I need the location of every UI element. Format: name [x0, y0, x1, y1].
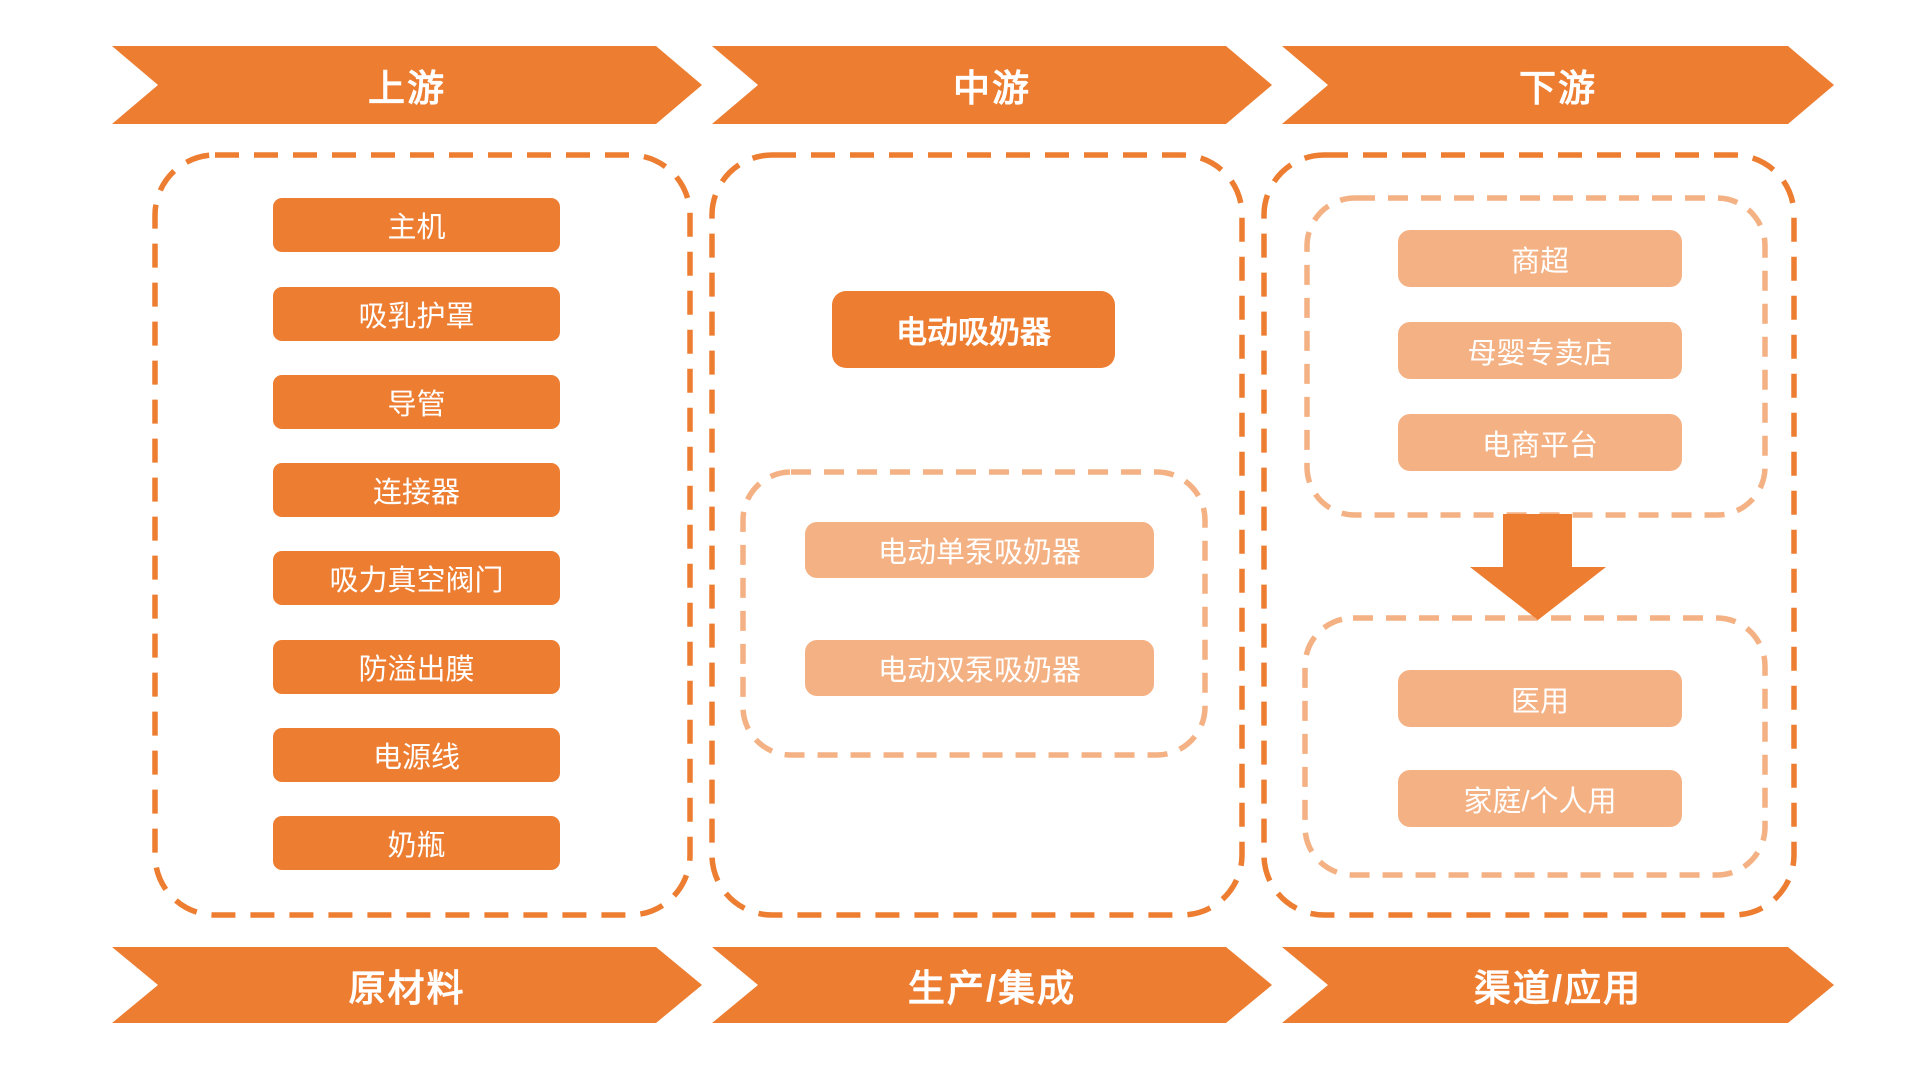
- downstream-channel-ecommerce: 电商平台: [1398, 414, 1682, 471]
- upstream-item-power-cord: 电源线: [273, 728, 560, 782]
- upstream-item-tube: 导管: [273, 375, 560, 429]
- upstream-item-label: 导管: [387, 389, 446, 421]
- downstream-channel-supermarket: 商超: [1398, 230, 1682, 287]
- downstream-channel-label: 商超: [1510, 245, 1569, 278]
- upstream-item-breast-shield: 吸乳护罩: [273, 287, 560, 341]
- banner-production-integration-label: 生产/集成: [907, 968, 1077, 1009]
- banner-channel-application: 渠道/应用: [1282, 947, 1834, 1023]
- banner-production-integration: 生产/集成: [712, 947, 1272, 1023]
- down-arrow-icon: [1470, 514, 1606, 620]
- applications-group-dashed-border: [1302, 615, 1768, 878]
- downstream-channel-label: 母婴专卖店: [1467, 337, 1613, 370]
- upstream-item-label: 连接器: [372, 477, 460, 509]
- midstream-sub-product-label: 电动双泵吸奶器: [877, 655, 1081, 687]
- banner-channel-application-label: 渠道/应用: [1473, 968, 1643, 1009]
- midstream-main-product-label: 电动吸奶器: [896, 315, 1051, 350]
- midstream-sub-product-label: 电动单泵吸奶器: [877, 537, 1081, 569]
- upstream-panel-dashed-border: [152, 152, 693, 918]
- channels-group-dashed-border: [1304, 195, 1768, 518]
- banner-downstream-label: 下游: [1519, 68, 1597, 109]
- banner-midstream: 中游: [712, 46, 1272, 124]
- banner-downstream: 下游: [1282, 46, 1834, 124]
- downstream-application-label: 家庭/个人用: [1463, 785, 1617, 818]
- midstream-main-product-box: 电动吸奶器: [832, 291, 1115, 368]
- midstream-subgroup-dashed-border: [740, 469, 1208, 758]
- upstream-item-label: 防溢出膜: [358, 654, 475, 686]
- downstream-application-home-personal: 家庭/个人用: [1398, 770, 1682, 827]
- upstream-item-label: 主机: [387, 212, 446, 244]
- upstream-item-bottle: 奶瓶: [273, 816, 560, 870]
- banner-upstream: 上游: [112, 46, 702, 124]
- downstream-channel-label: 电商平台: [1481, 429, 1598, 462]
- banner-upstream-label: 上游: [368, 68, 446, 109]
- midstream-single-pump-box: 电动单泵吸奶器: [805, 522, 1154, 578]
- upstream-item-overflow-membrane: 防溢出膜: [273, 640, 560, 694]
- upstream-item-connector: 连接器: [273, 463, 560, 517]
- downstream-channel-mother-baby-store: 母婴专卖店: [1398, 322, 1682, 379]
- banner-raw-materials: 原材料: [112, 947, 702, 1023]
- banner-midstream-label: 中游: [953, 68, 1031, 109]
- downstream-application-label: 医用: [1510, 685, 1569, 718]
- upstream-item-label: 奶瓶: [387, 830, 446, 862]
- midstream-panel-dashed-border: [709, 152, 1245, 918]
- upstream-item-vacuum-valve: 吸力真空阀门: [273, 551, 560, 605]
- upstream-item-label: 吸力真空阀门: [329, 565, 504, 597]
- downstream-panel-dashed-border: [1261, 152, 1797, 918]
- upstream-item-label: 电源线: [372, 742, 460, 774]
- banner-raw-materials-label: 原材料: [348, 968, 466, 1009]
- midstream-double-pump-box: 电动双泵吸奶器: [805, 640, 1154, 696]
- upstream-item-label: 吸乳护罩: [358, 301, 475, 333]
- upstream-item-host: 主机: [273, 198, 560, 252]
- downstream-application-medical: 医用: [1398, 670, 1682, 727]
